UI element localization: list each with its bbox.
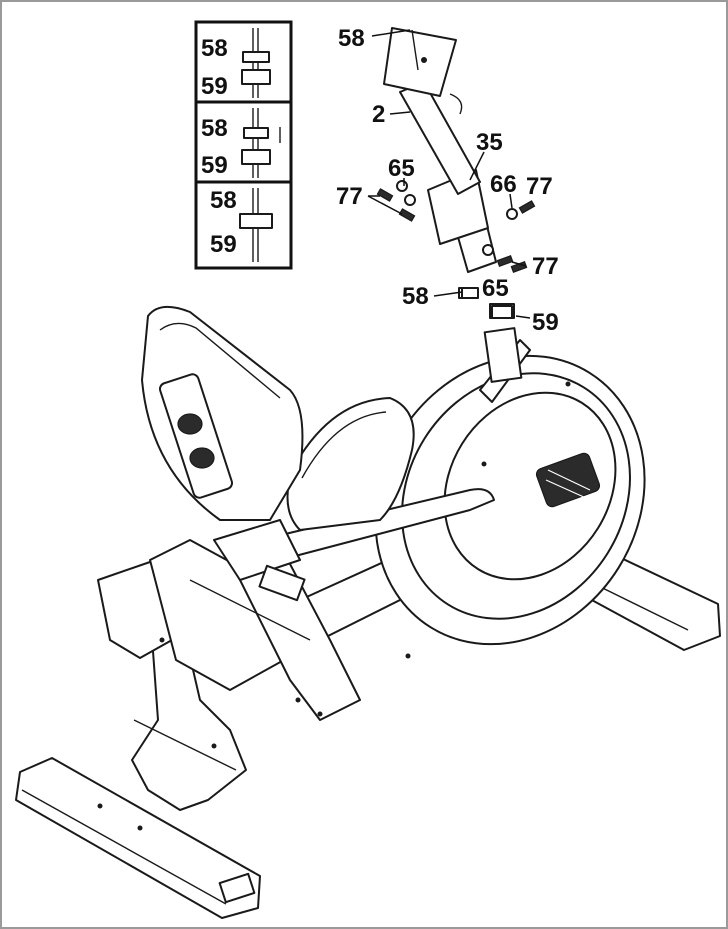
inset-c-label-top: 58 [210, 187, 237, 214]
callout-bolt-left: 77 [336, 183, 363, 210]
callout-bolt-lower: 77 [532, 253, 559, 280]
hardware [376, 180, 536, 319]
inset-a-label-top: 58 [201, 35, 228, 62]
callouts: 58 2 35 65 77 66 77 77 58 65 59 [336, 25, 559, 336]
seat [286, 397, 415, 531]
inset-c-label-bottom: 59 [210, 231, 237, 258]
callout-cover: 35 [476, 129, 503, 156]
seat-back [141, 305, 304, 521]
callout-washer-lower: 65 [482, 275, 509, 302]
callout-washer-left: 65 [388, 155, 415, 182]
pedal-icon [535, 452, 601, 508]
callout-post: 2 [372, 101, 385, 128]
inset-a-label-bottom: 59 [201, 73, 228, 100]
inset-panel-b: 58 59 [201, 108, 281, 179]
rear-stabilizer [15, 757, 261, 919]
inset-panel: 58 59 58 59 58 59 [194, 20, 293, 270]
callout-spacer: 58 [402, 283, 429, 310]
inset-panel-c: 58 59 [210, 187, 273, 262]
washer-icon [396, 180, 518, 256]
console-post [383, 27, 531, 403]
callout-washer-right: 66 [490, 171, 517, 198]
flywheel-shroud [374, 354, 646, 646]
callout-bushing: 59 [532, 309, 559, 336]
seat-rail [213, 519, 306, 602]
side-handle [259, 488, 495, 561]
bolt-icon [376, 188, 416, 222]
inset-b-label-bottom: 59 [201, 152, 228, 179]
callout-bolt-right: 77 [526, 173, 553, 200]
inset-panel-a: 58 59 [201, 28, 271, 100]
inset-b-label-top: 58 [201, 115, 228, 142]
callout-bracket: 58 [338, 25, 365, 52]
